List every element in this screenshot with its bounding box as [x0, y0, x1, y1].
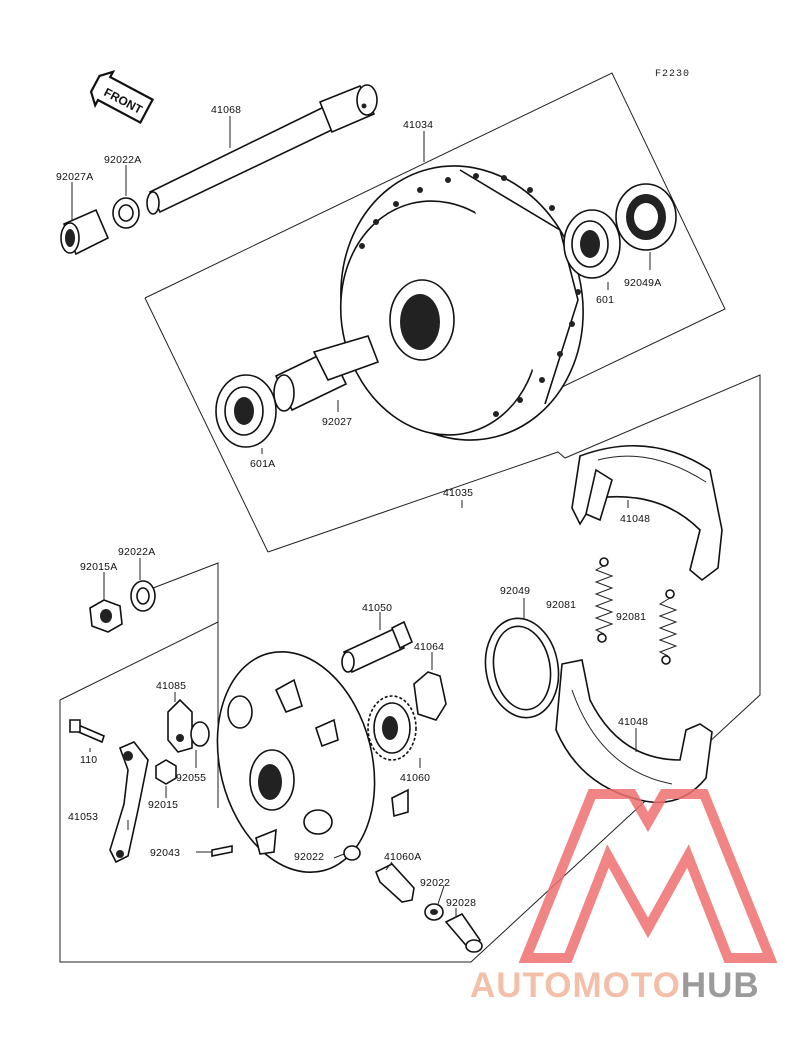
- watermark-mark-icon: [518, 789, 778, 963]
- label-92055: 92055: [176, 772, 206, 784]
- pinion-41060A: [374, 863, 415, 903]
- label-92081-b: 92081: [616, 611, 646, 623]
- label-41053: 41053: [68, 811, 98, 823]
- label-41060: 41060: [400, 772, 430, 784]
- washer-92022A-mid: [130, 580, 156, 612]
- watermark-logo: AUTOMOTOHUB: [470, 789, 778, 1005]
- upper-boundary-left: [144, 297, 269, 553]
- label-92043: 92043: [150, 847, 180, 859]
- label-601: 601: [596, 294, 614, 306]
- washer-92022-a: [343, 845, 361, 861]
- label-92027: 92027: [322, 416, 352, 428]
- circlip-92055: [190, 721, 210, 747]
- leader-lines: [71, 116, 651, 918]
- washer-92022-b: [424, 903, 444, 921]
- label-41064: 41064: [414, 641, 444, 653]
- label-41085: 41085: [156, 680, 186, 692]
- label-41048-top: 41048: [620, 513, 650, 525]
- label-41034: 41034: [403, 119, 433, 131]
- label-41068: 41068: [211, 104, 241, 116]
- spring-92081-b: [658, 589, 678, 665]
- collar-92027A: [60, 208, 110, 256]
- label-41050: 41050: [362, 602, 392, 614]
- upper-boundary: [144, 72, 726, 388]
- brake-shoe-41048-bottom: [555, 659, 713, 804]
- label-92015: 92015: [148, 799, 178, 811]
- label-41035: 41035: [443, 487, 473, 499]
- bearing-601: [563, 209, 621, 279]
- brake-boundary-sub: [59, 621, 219, 701]
- svg-text:AUTOMOTOHUB: AUTOMOTOHUB: [470, 966, 760, 1005]
- label-92049A: 92049A: [624, 277, 661, 289]
- label-41060A: 41060A: [384, 851, 421, 863]
- label-92081-a: 92081: [546, 599, 576, 611]
- label-92022A-mid: 92022A: [118, 546, 155, 558]
- camshaft-41050: [341, 620, 414, 674]
- pin-92043: [211, 845, 233, 857]
- brake-boundary: [59, 374, 761, 963]
- label-92022-a: 92022: [294, 851, 324, 863]
- spring-92081-a: [594, 557, 614, 643]
- axle-41068: [146, 84, 378, 215]
- wheel-hub-41034: [339, 165, 584, 441]
- bearing-601A: [215, 374, 277, 448]
- label-92022A-top: 92022A: [104, 154, 141, 166]
- spacer-92027: [273, 335, 380, 412]
- label-92027A: 92027A: [56, 171, 93, 183]
- label-601A: 601A: [250, 458, 275, 470]
- diagram-code: F2230: [655, 69, 690, 80]
- brake-panel: [216, 650, 409, 874]
- lever-41053: [109, 741, 149, 864]
- indicator-41064: [413, 671, 447, 721]
- seal-92049A: [615, 183, 677, 251]
- nut-92015: [155, 759, 177, 785]
- seal-92049: [484, 617, 560, 719]
- bushing-92028: [444, 912, 483, 953]
- nut-92015A: [89, 599, 123, 633]
- label-92049: 92049: [500, 585, 530, 597]
- label-110: 110: [80, 754, 97, 766]
- watermark-text-b: HUB: [681, 966, 760, 1005]
- part-labels: 41068 41034 92022A 92027A 601 92049A 920…: [56, 104, 661, 909]
- label-92028: 92028: [446, 897, 476, 909]
- watermark-text-a: AUTOMOTO: [470, 966, 681, 1005]
- gear-41060: [367, 695, 417, 761]
- label-92015A: 92015A: [80, 561, 117, 573]
- bolt-110: [69, 719, 105, 744]
- washer-92022A-top: [112, 197, 140, 229]
- plate-41085: [167, 698, 193, 753]
- label-92022-b: 92022: [420, 877, 450, 889]
- brake-shoe-41048-top: [571, 444, 723, 582]
- front-arrow-icon: FRONT: [89, 69, 155, 125]
- label-41048-bottom: 41048: [618, 716, 648, 728]
